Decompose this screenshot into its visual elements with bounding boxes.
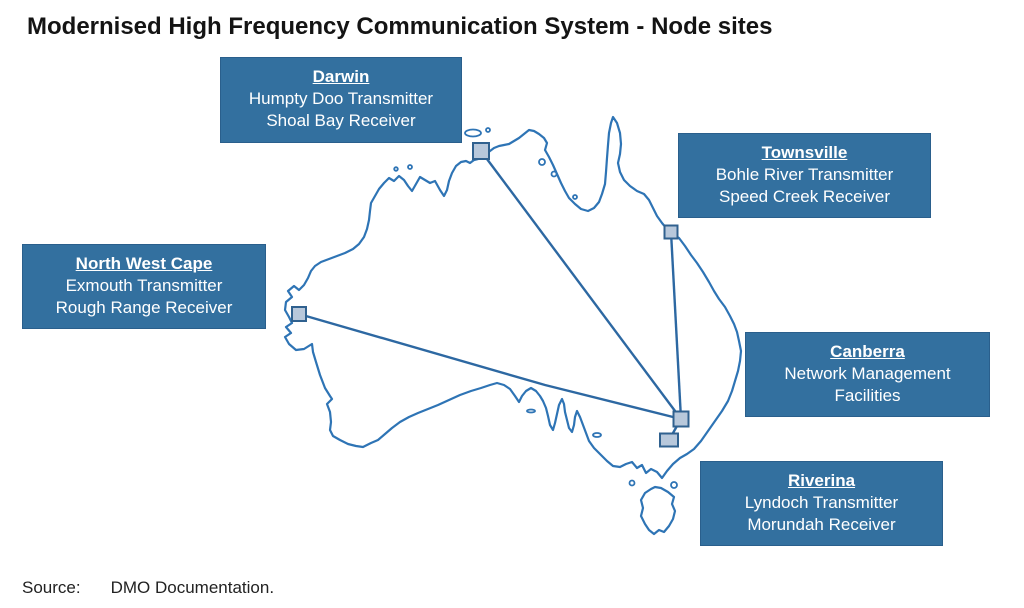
- island-speck: [407, 164, 413, 170]
- island-speck: [526, 408, 536, 414]
- node-box-townsville-line2: Speed Creek Receiver: [718, 187, 891, 206]
- node-box-darwin: Darwin Humpty Doo Transmitter Shoal Bay …: [220, 57, 462, 143]
- node-box-north-west-cape-line1: Exmouth Transmitter: [65, 276, 223, 295]
- australia-coastline-tasmania: [639, 485, 677, 536]
- node-box-darwin-line1: Humpty Doo Transmitter: [248, 89, 434, 108]
- node-site-markers: [291, 142, 690, 448]
- node-box-townsville-title: Townsville: [761, 143, 848, 162]
- node-box-riverina-line1: Lyndoch Transmitter: [744, 493, 899, 512]
- node-marker-north-west-cape: [291, 306, 307, 322]
- node-box-riverina: Riverina Lyndoch Transmitter Morundah Re…: [700, 461, 943, 546]
- node-box-canberra-line1: Network Management: [784, 364, 951, 383]
- node-box-darwin-line2: Shoal Bay Receiver: [266, 111, 416, 130]
- source-text: DMO Documentation.: [110, 578, 275, 597]
- node-box-townsville-line1: Bohle River Transmitter: [715, 165, 894, 184]
- link-townsville-canberra: [669, 231, 683, 420]
- island-speck: [485, 127, 491, 133]
- flinders-island: [670, 481, 678, 489]
- island-speck: [550, 170, 558, 178]
- node-marker-riverina: [659, 432, 679, 448]
- source-note: Source: DMO Documentation.: [22, 578, 274, 598]
- node-box-townsville: Townsville Bohle River Transmitter Speed…: [678, 133, 931, 218]
- node-box-darwin-title: Darwin: [312, 67, 370, 86]
- node-box-canberra-line2: Facilities: [834, 386, 901, 405]
- node-box-canberra-title: Canberra: [830, 342, 905, 361]
- link-darwin-canberra: [480, 150, 682, 420]
- link-north-west-cape-canberra: [298, 312, 682, 421]
- node-marker-canberra: [672, 410, 690, 428]
- node-box-north-west-cape: North West Cape Exmouth Transmitter Roug…: [22, 244, 266, 329]
- kangaroo-island: [592, 432, 602, 438]
- source-label: Source:: [22, 578, 81, 597]
- page-title: Modernised High Frequency Communication …: [27, 13, 773, 40]
- node-box-canberra: Canberra Network Management Facilities: [745, 332, 990, 417]
- node-marker-townsville: [663, 224, 679, 240]
- king-island: [628, 479, 636, 487]
- node-box-riverina-line2: Morundah Receiver: [747, 515, 896, 534]
- node-marker-darwin: [472, 142, 490, 160]
- node-box-north-west-cape-line2: Rough Range Receiver: [55, 298, 233, 317]
- island-speck: [572, 194, 578, 200]
- island-speck: [538, 158, 546, 166]
- node-box-north-west-cape-title: North West Cape: [75, 254, 213, 273]
- island-speck: [393, 166, 399, 172]
- island-specks: [393, 127, 678, 489]
- melville-island: [464, 128, 482, 138]
- node-box-riverina-title: Riverina: [787, 471, 856, 490]
